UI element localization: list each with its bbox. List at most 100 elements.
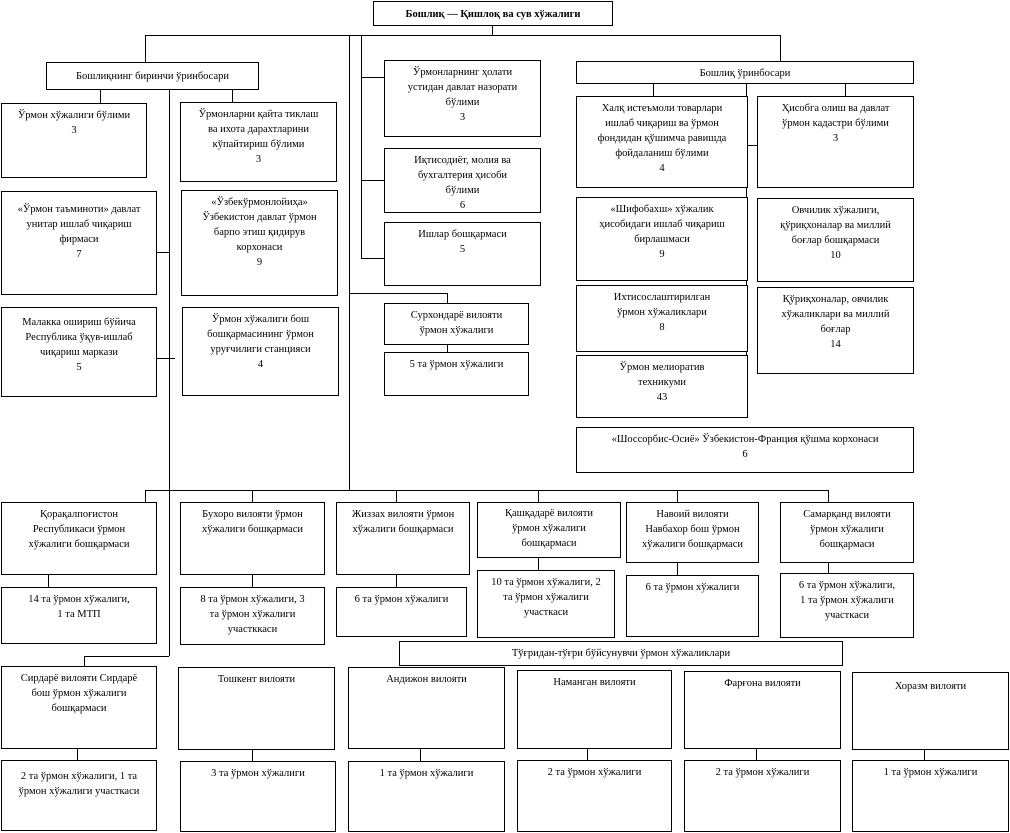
connector: [538, 490, 539, 502]
unit-count: 9: [659, 249, 665, 260]
head-title: Бошлиқ — Қишлоқ ва сув хўжалиги: [405, 9, 581, 20]
unit-box: Ҳисобга олиш ва давлат ўрмон кадастри бў…: [757, 96, 914, 188]
region-sub: 2 та ўрмон хўжалиги: [547, 767, 642, 778]
unit-name: Ўрмонларнинг ҳолати устидан давлат назор…: [407, 67, 518, 108]
region-name: Андижон вилояти: [386, 674, 467, 685]
connector: [780, 35, 781, 61]
region-name: Қорақалпоғистон Республикаси ўрмон хўжал…: [28, 509, 130, 550]
unit-count: 3: [832, 133, 839, 144]
connector: [677, 490, 678, 502]
connector: [587, 748, 588, 760]
region-box: Самарқанд вилояти ўрмон хўжалиги бошқарм…: [780, 502, 914, 563]
bottom-region-sub-box: 1 та ўрмон хўжалиги: [852, 760, 1009, 832]
unit-count: 14: [830, 339, 841, 350]
first-deputy-title: Бошлиқнинг биринчи ўринбосари: [76, 71, 229, 82]
region-sub-box: 6 та ўрмон хўжалиги: [626, 575, 759, 637]
region-box: Жиззах вилояти ўрмон хўжалиги бошқармаси: [336, 502, 470, 575]
region-box: Қашқадарё вилояти ўрмон хўжалиги бошқарм…: [477, 502, 621, 558]
connector: [447, 344, 448, 352]
unit-count: 3: [255, 154, 262, 165]
joint-venture-box: «Шоссорбис-Осиё» Ўзбекистон-Франция қўшм…: [576, 427, 914, 473]
unit-count: 3: [71, 125, 77, 136]
head-box: Бошлиқ — Қишлоқ ва сув хўжалиги: [373, 1, 613, 26]
region-box: Навоий вилояти Навбахор бош ўрмон хўжали…: [626, 502, 759, 563]
unit-name: «Ўзбекўрмонлойиҳа» Ўзбекистон давлат ўрм…: [202, 197, 317, 253]
bottom-region-sub-box: 2 та ўрмон хўжалиги: [517, 760, 672, 832]
region-sub: 10 та ўрмон хўжалиги, 2 та ўрмон хўжалиг…: [491, 577, 601, 618]
connector: [349, 35, 350, 491]
connector: [756, 748, 757, 760]
unit-count: 43: [656, 392, 668, 403]
region-sub-box: 14 та ўрмон хўжалиги, 1 та МТП: [1, 587, 157, 644]
connector: [447, 293, 448, 303]
unit-name: Халқ истеъмоли товарлари ишлаб чиқариш в…: [597, 103, 727, 159]
bottom-region-sub-box: 2 та ўрмон хўжалиги, 1 та ўрмон хўжалиги…: [1, 760, 157, 831]
unit-count: 6: [742, 449, 748, 460]
deputy-title: Бошлиқ ўринбосари: [699, 68, 791, 79]
connector: [232, 89, 233, 102]
connector: [924, 749, 925, 760]
region-sub: 1 та ўрмон хўжалиги: [883, 767, 978, 778]
region-sub: 3 та ўрмон хўжалиги: [211, 768, 305, 779]
unit-name: «Шоссорбис-Осиё» Ўзбекистон-Франция қўшм…: [611, 434, 879, 445]
deputy-box: Бошлиқ ўринбосари: [576, 61, 914, 84]
connector: [420, 748, 421, 761]
unit-box: Овчилик хўжалиги, қўриқхоналар ва миллий…: [757, 198, 914, 282]
unit-name: Сурхондарё вилояти ўрмон хўжалиги: [410, 310, 503, 336]
bottom-region-sub-box: 3 та ўрмон хўжалиги: [180, 761, 336, 832]
unit-count: 10: [830, 250, 841, 261]
unit-box: Ўрмон хўжалиги бош бошқармасининг ўрмон …: [182, 307, 339, 396]
unit-count: 6: [459, 200, 466, 211]
region-name: Фарғона вилояти: [724, 678, 801, 689]
unit-box: Малакка ошириш бўйича Республика ўқув-иш…: [1, 307, 157, 397]
connector: [361, 35, 362, 258]
connector: [100, 89, 101, 103]
region-sub: 6 та ўрмон хўжалиги: [354, 594, 449, 605]
connector: [396, 574, 397, 587]
unit-name: Малакка ошириш бўйича Республика ўқув-иш…: [22, 317, 136, 358]
surkhandarya-box: Сурхондарё вилояти ўрмон хўжалиги: [384, 303, 529, 345]
direct-forestry-box: Тўғридан-тўғри бўйсунувчи ўрмон хўжаликл…: [399, 641, 843, 666]
direct-unit-box: Иқтисодиёт, молия ва бухгалтерия ҳисоби …: [384, 148, 541, 213]
bottom-region-sub-box: 2 та ўрмон хўжалиги: [684, 760, 841, 832]
unit-box: «Шифобахш» хўжалик ҳисобидаги ишлаб чиқа…: [576, 197, 748, 281]
direct-unit-box: Ўрмонларнинг ҳолати устидан давлат назор…: [384, 60, 541, 137]
connector: [145, 35, 146, 62]
region-name: Самарқанд вилояти ўрмон хўжалиги бошқарм…: [803, 509, 891, 550]
region-sub: 6 та ўрмон хўжалиги: [645, 582, 740, 593]
bottom-region-box: Хоразм вилояти: [852, 672, 1009, 750]
region-name: Хоразм вилояти: [894, 681, 967, 692]
unit-name: Қўриқхоналар, овчилик хўжаликлари ва мил…: [781, 294, 890, 335]
connector: [361, 258, 384, 259]
connector: [145, 35, 781, 36]
connector: [77, 748, 78, 760]
region-sub: 14 та ўрмон хўжалиги, 1 та МТП: [28, 594, 130, 620]
region-sub-box: 10 та ўрмон хўжалиги, 2 та ўрмон хўжалиг…: [477, 570, 615, 638]
region-sub: 6 та ўрмон хўжалиги, 1 та ўрмон хўжалиги…: [798, 580, 896, 621]
unit-box: Қўриқхоналар, овчилик хўжаликлари ва мил…: [757, 287, 914, 374]
connector: [396, 490, 397, 502]
connector: [84, 656, 85, 666]
connector: [252, 574, 253, 587]
connector: [845, 83, 846, 96]
direct-forestry-title: Тўғридан-тўғри бўйсунувчи ўрмон хўжаликл…: [511, 648, 731, 659]
unit-box: «Ўрмон таъминоти» давлат унитар ишлаб чи…: [1, 191, 157, 295]
region-sub: 1 та ўрмон хўжалиги: [379, 768, 474, 779]
connector: [145, 490, 146, 502]
connector: [169, 89, 170, 656]
unit-box: Ўрмонларни қайта тиклаш ва ихота дарахтл…: [180, 102, 337, 182]
region-sub: 8 та ўрмон хўжалиги, 3 та ўрмон хўжалиги…: [200, 594, 305, 635]
unit-name: Ўрмонларни қайта тиклаш ва ихота дарахтл…: [198, 109, 319, 150]
connector: [677, 562, 678, 575]
unit-count: 7: [76, 249, 82, 260]
region-name: Тошкент вилояти: [217, 674, 296, 685]
unit-name: Ўрмон хўжалиги бош бошқармасининг ўрмон …: [207, 314, 314, 355]
region-sub: 2 та ўрмон хўжалиги, 1 та ўрмон хўжалиги…: [18, 771, 140, 797]
first-deputy-box: Бошлиқнинг биринчи ўринбосари: [46, 62, 259, 90]
unit-count: 5: [459, 244, 466, 255]
region-name: Жиззах вилояти ўрмон хўжалиги бошқармаси: [351, 509, 455, 535]
bottom-region-sub-box: 1 та ўрмон хўжалиги: [348, 761, 505, 832]
bottom-region-box: Сирдарё вилояти Сирдарё бош ўрмон хўжали…: [1, 666, 157, 749]
region-sub-box: 8 та ўрмон хўжалиги, 3 та ўрмон хўжалиги…: [180, 587, 325, 645]
